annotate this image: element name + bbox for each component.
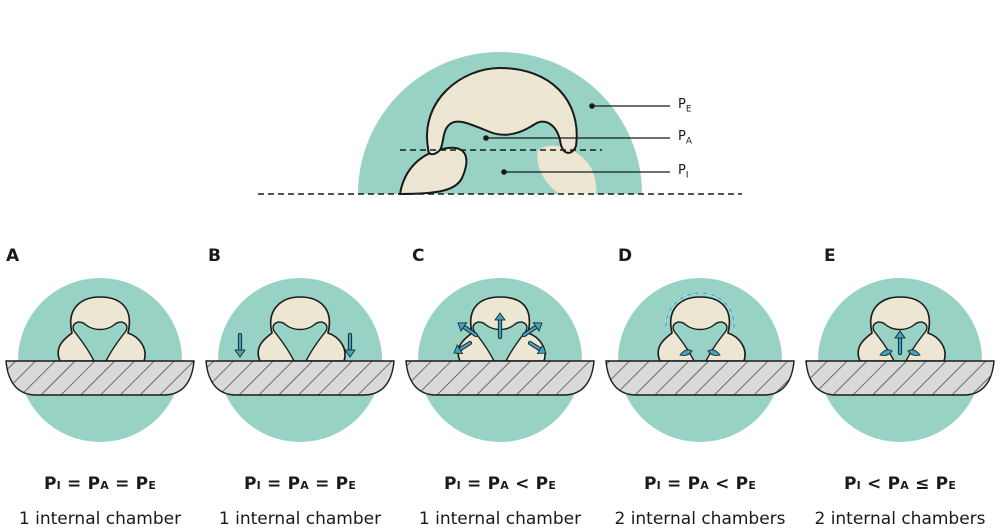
organism-b [257, 296, 346, 362]
label-pressure-adhesion: PA [678, 129, 693, 147]
caption-e: 2 internal chambers [814, 509, 986, 529]
equation-b: PI = PA = PE [243, 474, 357, 494]
downward-arrow-left [234, 332, 246, 358]
substrate [5, 360, 195, 396]
organism-a [57, 296, 146, 362]
equation-a: PI = PA = PE [43, 474, 157, 494]
panel-d [605, 278, 795, 442]
panel-b [205, 278, 395, 442]
second-chamber-left [679, 349, 693, 356]
arrow-lower-left [453, 340, 473, 354]
second-chamber-right [907, 349, 921, 356]
caption-c: 1 internal chamber [418, 509, 582, 529]
panel-letter-a: A [6, 246, 20, 266]
equation-e: PI < PA ≤ PE [843, 474, 957, 494]
internal-chamber [272, 321, 328, 362]
left-lobe [398, 146, 468, 196]
internal-chamber [472, 321, 528, 362]
panel-letter-b: B [208, 246, 221, 266]
label-pressure-external: PE [678, 97, 692, 115]
arrow-upper-right [521, 322, 543, 338]
panel-letter-e: E [824, 246, 836, 266]
substrate [805, 360, 995, 396]
panel-letter-c: C [412, 246, 425, 266]
caption-d: 2 internal chambers [614, 509, 786, 529]
equation-c: PI = PA < PE [443, 474, 557, 494]
upward-arrow [894, 330, 906, 356]
arrow-lower-right [527, 340, 547, 354]
right-lobe [537, 145, 597, 194]
downward-arrow-right [344, 332, 356, 358]
cap-dome [426, 66, 578, 156]
internal-chamber [72, 321, 128, 362]
upward-arrow [494, 312, 506, 340]
arrow-upper-left [457, 322, 479, 338]
substrate [205, 360, 395, 396]
second-chamber-left [879, 349, 893, 356]
panel-e [805, 278, 995, 442]
substrate [605, 360, 795, 396]
leader-lines [483, 103, 670, 175]
substrate [405, 360, 595, 396]
panel-letter-d: D [618, 246, 633, 266]
organism-d [657, 291, 746, 362]
panel-a [5, 278, 195, 442]
equation-d: PI = PA < PE [643, 474, 757, 494]
panel-c [405, 278, 595, 442]
outer-membrane-line [665, 292, 735, 332]
internal-chamber [672, 321, 728, 362]
caption-a: 1 internal chamber [18, 509, 182, 529]
main-diagram [258, 52, 742, 196]
second-chamber-right [707, 349, 721, 356]
caption-b: 1 internal chamber [218, 509, 382, 529]
label-pressure-internal: PI [678, 163, 689, 181]
